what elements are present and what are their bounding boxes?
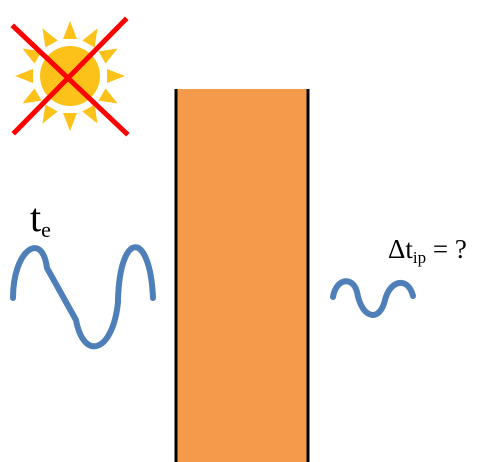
sun-ray	[42, 28, 58, 48]
outside-temperature-label: te	[30, 198, 51, 241]
sun-ray	[15, 69, 33, 83]
sun-ray	[63, 21, 77, 39]
sun-ray	[98, 48, 118, 64]
sun-ray	[22, 88, 42, 104]
inside-temperature-delta-label: Δtip = ?	[388, 234, 467, 267]
inside-temperature-wave	[330, 278, 416, 318]
sun-ray	[82, 104, 98, 124]
outside-temperature-subscript: e	[41, 217, 51, 242]
cross-icon	[10, 16, 130, 137]
outside-temperature-wave	[10, 244, 156, 350]
outside-temperature-symbol: t	[30, 195, 42, 240]
inside-delta-subscript: ip	[412, 248, 427, 267]
wall	[174, 89, 310, 462]
sun-ray	[22, 48, 42, 64]
wall-body	[177, 89, 307, 462]
sun-ray	[63, 113, 77, 131]
inside-delta-symbol: Δt	[388, 234, 413, 264]
inside-delta-question: = ?	[426, 234, 467, 264]
sun-ray	[98, 88, 118, 104]
sun-ray	[82, 28, 98, 48]
sun-ray	[107, 69, 125, 83]
crossed-sun	[10, 16, 130, 137]
sun-ray	[42, 104, 58, 124]
